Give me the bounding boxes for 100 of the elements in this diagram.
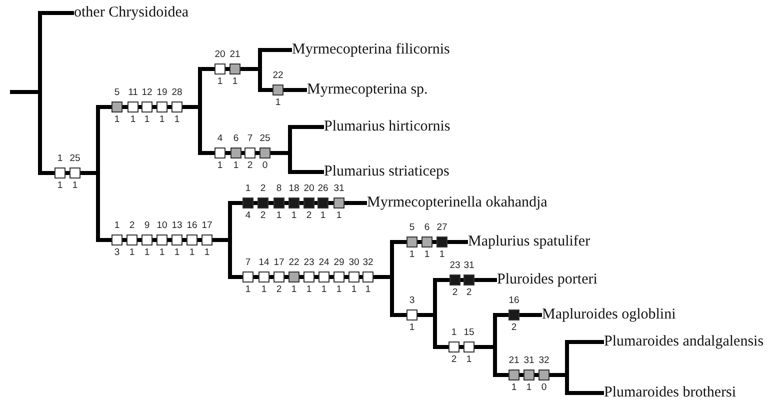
character-number: 11: [128, 87, 138, 98]
character-state: 2: [466, 287, 472, 298]
character-number: 31: [334, 183, 344, 194]
character-number: 22: [272, 70, 284, 81]
character-state: 1: [351, 284, 357, 295]
character-number: 9: [144, 220, 150, 231]
character-state: 1: [321, 284, 327, 295]
character-state: 1: [159, 247, 165, 258]
character-number: 5: [409, 222, 415, 233]
taxon-label: Pluroides porteri: [497, 272, 598, 288]
character-number: 17: [274, 257, 284, 268]
taxon-label: Myrmecopterina sp.: [307, 82, 428, 98]
character-state: 1: [336, 284, 342, 295]
character-number: 14: [258, 257, 270, 268]
character-state: 1: [365, 284, 371, 295]
character-state: 1: [261, 284, 267, 295]
character-state: 1: [275, 97, 281, 108]
character-state: 1: [291, 210, 297, 221]
character-number: 4: [217, 133, 223, 144]
character-state: 1: [424, 249, 430, 260]
character-state: 2: [247, 160, 253, 171]
character-state: 1: [217, 160, 223, 171]
character-state: 1: [439, 249, 445, 260]
character-state: 1: [72, 180, 78, 191]
character-number: 12: [142, 87, 152, 98]
character-number: 23: [304, 257, 314, 268]
character-state: 2: [511, 322, 517, 333]
character-state: 1: [144, 247, 150, 258]
character-number: 2: [129, 220, 135, 231]
taxon-label: Myrmecopterinella okahandja: [367, 194, 548, 212]
character-state: 0: [541, 382, 547, 393]
taxon-label: Maplurius spatulifer: [468, 234, 590, 250]
character-state: 1: [409, 322, 415, 333]
character-state: 1: [526, 382, 532, 393]
character-number: 7: [245, 257, 251, 268]
character-state: 1: [336, 210, 342, 221]
character-state: 4: [245, 210, 251, 221]
character-number: 16: [508, 295, 520, 306]
character-state: 1: [114, 114, 120, 125]
character-number: 20: [214, 49, 226, 60]
character-number: 21: [508, 355, 520, 366]
character-state: 2: [260, 210, 266, 221]
character-state: 2: [276, 284, 282, 295]
character-number: 21: [230, 49, 240, 60]
character-state: 1: [245, 284, 251, 295]
character-number: 26: [318, 183, 328, 194]
character-number: 1: [245, 183, 251, 194]
character-number: 17: [202, 220, 212, 231]
character-state: 1: [511, 382, 517, 393]
character-number: 18: [288, 183, 300, 194]
character-state: 1: [144, 114, 150, 125]
character-number: 13: [172, 220, 182, 231]
character-number: 29: [334, 257, 344, 268]
character-number: 20: [304, 183, 314, 194]
character-state: 1: [466, 354, 472, 365]
character-state: 1: [217, 76, 223, 87]
taxon-label: Plumarius striaticeps: [324, 164, 450, 180]
character-number: 32: [538, 355, 550, 366]
taxon-label: Plumarius hirticornis: [324, 118, 450, 136]
character-number: 8: [276, 183, 282, 194]
character-state: 1: [174, 247, 180, 258]
character-state: 1: [232, 76, 238, 87]
character-number: 7: [247, 133, 253, 144]
character-number: 22: [288, 257, 300, 268]
character-state: 1: [204, 247, 210, 258]
character-number: 19: [156, 87, 168, 98]
character-state: 0: [262, 160, 268, 171]
character-state: 2: [451, 354, 457, 365]
character-number: 25: [260, 133, 270, 144]
taxon-label: other Chrysidoidea: [74, 4, 189, 22]
character-number: 16: [186, 220, 198, 231]
character-state: 1: [129, 247, 135, 258]
character-number: 31: [464, 260, 474, 271]
character-number: 31: [524, 355, 534, 366]
character-state: 2: [306, 210, 312, 221]
character-number: 15: [464, 327, 474, 338]
character-state: 1: [130, 114, 136, 125]
character-number: 25: [70, 153, 80, 164]
character-state: 2: [452, 287, 458, 298]
taxon-label: Mapluroides ogloblini: [542, 306, 676, 324]
character-number: 1: [451, 327, 457, 338]
character-state: 1: [276, 210, 282, 221]
character-state: 1: [409, 249, 415, 260]
taxon-label: Plumaroides andalgalensis: [604, 334, 764, 350]
character-number: 1: [57, 153, 63, 164]
character-number: 32: [362, 257, 374, 268]
taxon-label: Plumaroides brothersi: [604, 384, 736, 402]
character-state: 1: [291, 284, 297, 295]
character-number: 28: [172, 87, 182, 98]
character-number: 30: [348, 257, 360, 268]
character-number: 6: [233, 133, 239, 144]
character-number: 24: [318, 257, 330, 268]
taxon-label: Myrmecopterina filicornis: [292, 42, 450, 58]
character-number: 23: [450, 260, 460, 271]
character-state: 1: [306, 284, 312, 295]
character-state: 1: [320, 210, 326, 221]
character-number: 27: [436, 222, 448, 233]
character-state: 1: [189, 247, 195, 258]
character-number: 6: [424, 222, 430, 233]
character-number: 3: [409, 295, 415, 306]
